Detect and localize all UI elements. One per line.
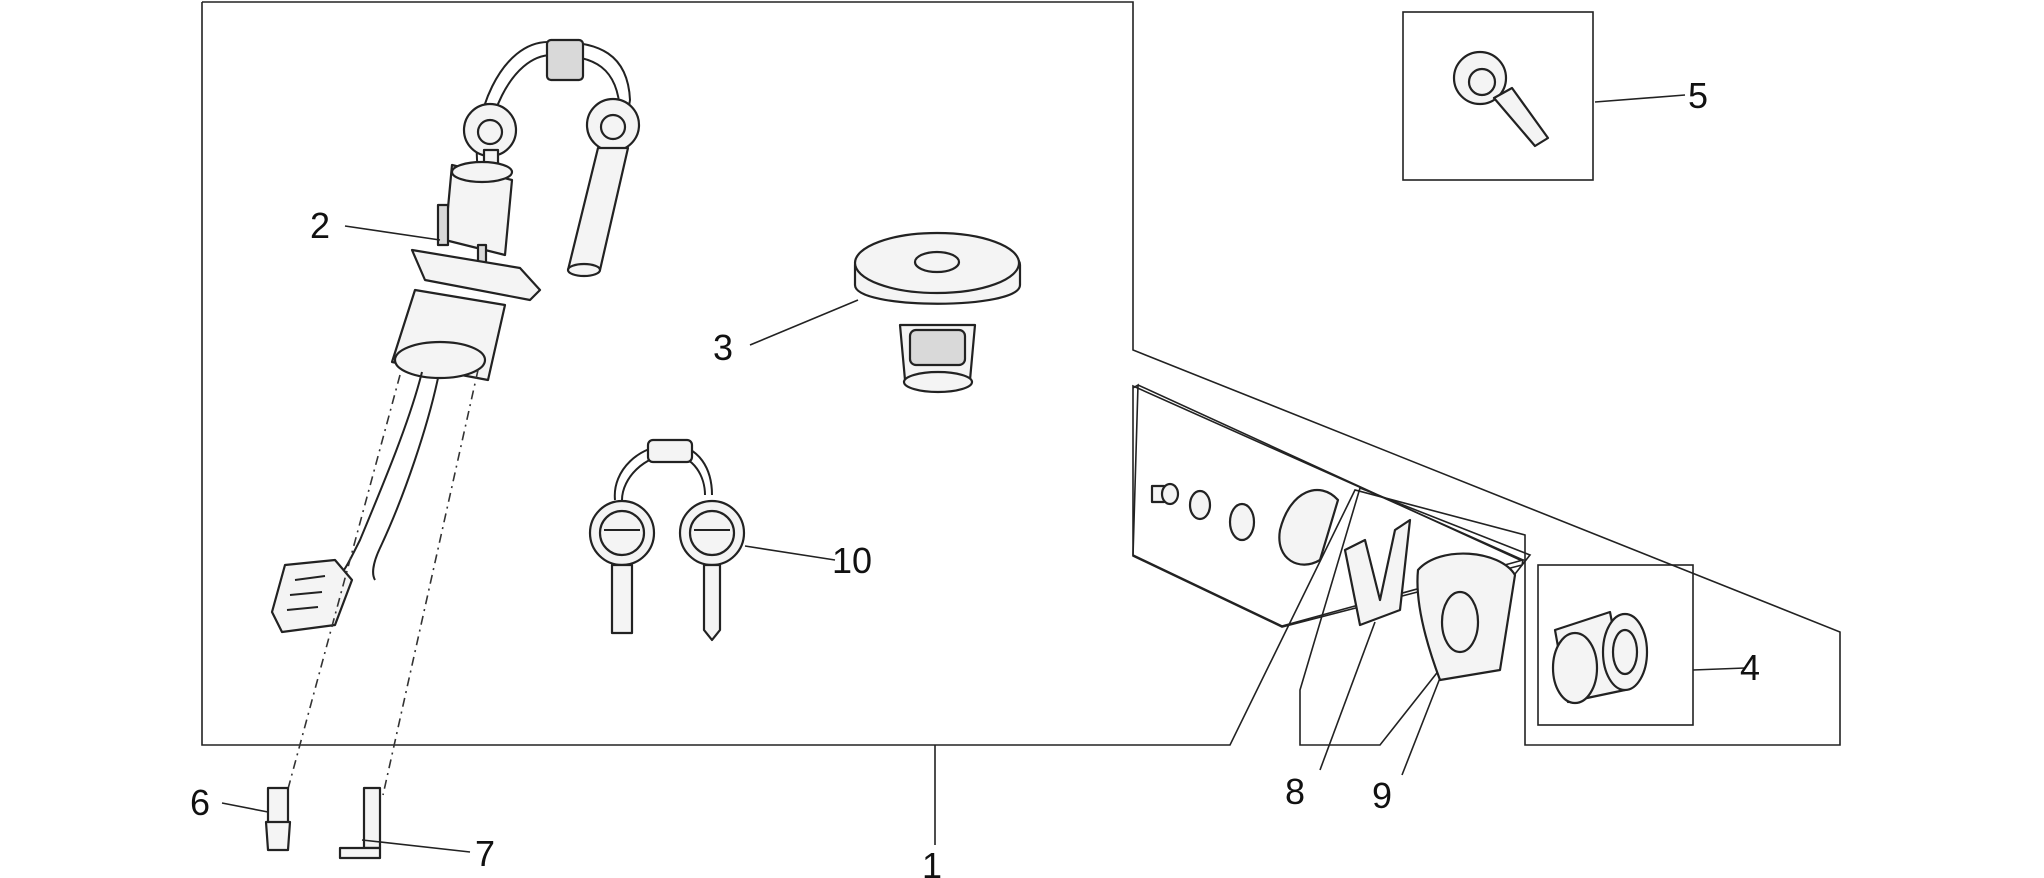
set-screw-part bbox=[264, 786, 292, 852]
callout-2: 2 bbox=[310, 205, 330, 246]
callout-8: 8 bbox=[1285, 771, 1305, 812]
callout-6: 6 bbox=[190, 782, 210, 823]
leader-2 bbox=[344, 225, 441, 241]
seat-lock-panel bbox=[1132, 384, 1526, 627]
key-pair-part bbox=[588, 438, 746, 642]
callout-4: 4 bbox=[1740, 647, 1760, 688]
callout-1: 1 bbox=[922, 845, 942, 878]
lock-barrel-part bbox=[1551, 610, 1649, 705]
leader-7 bbox=[361, 839, 471, 853]
callout-9: 9 bbox=[1372, 775, 1392, 816]
leader-8 bbox=[1319, 621, 1376, 771]
lock-plate-part bbox=[1416, 552, 1517, 682]
assembly-line-7 bbox=[382, 369, 479, 796]
ignition-switch-part bbox=[270, 38, 641, 634]
callout-3: 3 bbox=[713, 327, 733, 368]
bracket-clip-part bbox=[1343, 518, 1412, 627]
single-key-part bbox=[1452, 50, 1550, 148]
leader-9 bbox=[1401, 677, 1441, 776]
bracket-subgroup-panel bbox=[1299, 486, 1532, 746]
main-kit-outline bbox=[201, 1, 1841, 746]
callout-7: 7 bbox=[475, 833, 495, 874]
leader-10 bbox=[744, 545, 836, 561]
lock-barrel-box bbox=[1537, 564, 1694, 726]
leader-6 bbox=[221, 802, 269, 813]
key-box bbox=[1402, 11, 1594, 181]
fuel-cap-part bbox=[853, 231, 1022, 394]
seat-lock-hardware bbox=[1150, 482, 1340, 566]
leader-4 bbox=[1692, 667, 1746, 671]
bolt-part bbox=[338, 786, 382, 860]
leader-5 bbox=[1594, 94, 1686, 103]
leader-3 bbox=[749, 299, 859, 346]
callout-10: 10 bbox=[832, 540, 872, 581]
callout-5: 5 bbox=[1688, 75, 1708, 116]
